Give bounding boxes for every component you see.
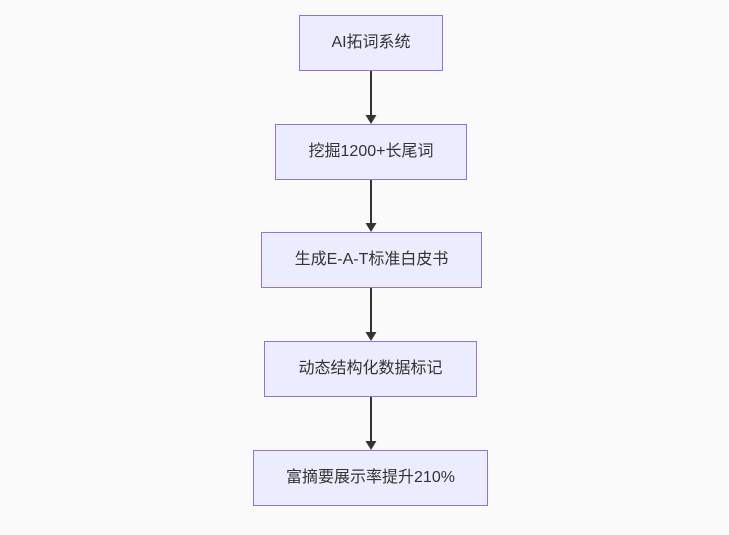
flow-arrow-1 <box>365 71 377 124</box>
flow-node-label: AI拓词系统 <box>331 34 411 51</box>
flow-arrow-4 <box>365 397 377 450</box>
flow-node-structured-data-markup: 动态结构化数据标记 <box>264 341 477 397</box>
flow-node-rich-snippet-rate: 富摘要展示率提升210% <box>253 450 488 506</box>
flow-node-mine-longtail-keywords: 挖掘1200+长尾词 <box>275 124 467 180</box>
flow-node-ai-keyword-system: AI拓词系统 <box>299 15 443 71</box>
flow-arrow-2 <box>365 180 377 232</box>
flow-node-label: 动态结构化数据标记 <box>298 360 443 377</box>
flow-arrow-3 <box>365 288 377 341</box>
flow-node-label: 生成E-A-T标准白皮书 <box>294 251 449 268</box>
flow-node-eat-whitepaper: 生成E-A-T标准白皮书 <box>261 232 482 288</box>
flow-node-label: 富摘要展示率提升210% <box>286 469 455 486</box>
flow-node-label: 挖掘1200+长尾词 <box>308 143 434 160</box>
